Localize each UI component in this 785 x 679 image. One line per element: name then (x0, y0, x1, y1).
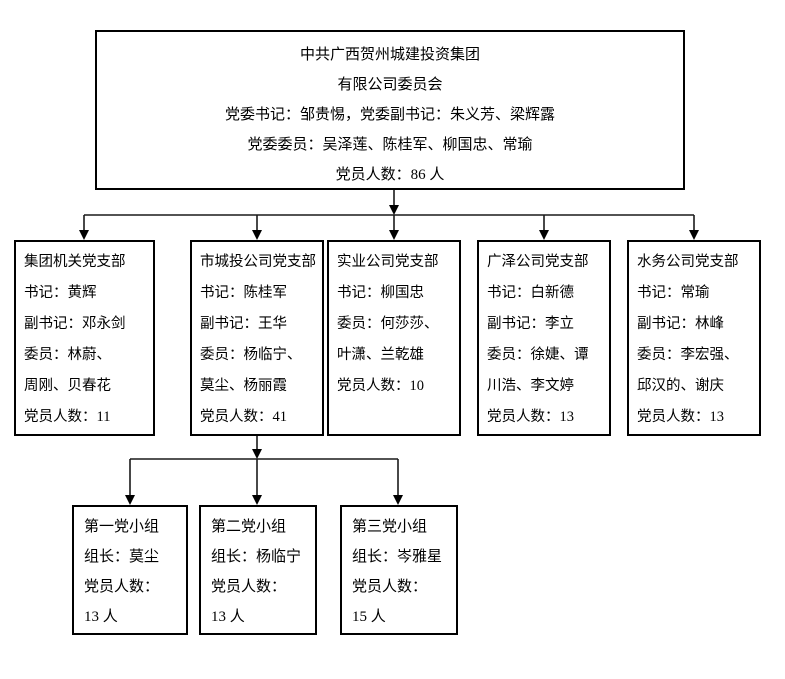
branch-deputy-secretary: 副书记：邓永剑 (24, 316, 126, 332)
level1-connectors (79, 190, 699, 240)
branch-secretary: 书记：白新德 (487, 285, 574, 301)
group-title: 第二党小组 (211, 519, 287, 535)
branch-members-line1: 委员：林蔚、 (24, 347, 111, 363)
root-org-name-line1: 中共广西贺州城建投资集团 (299, 47, 480, 63)
branch-members-line2: 周刚、贝春花 (24, 378, 111, 394)
branch-member-count: 党员人数：10 (337, 378, 424, 394)
branch-box-shiye: 实业公司党支部 书记：柳国忠 委员：何莎莎、 叶潇、兰乾雄 党员人数：10 (327, 240, 461, 436)
branch-box-group-hq: 集团机关党支部 书记：黄辉 副书记：邓永剑 委员：林蔚、 周刚、贝春花 党员人数… (14, 240, 155, 436)
branch-members-line1: 委员：杨临宁、 (200, 347, 302, 363)
group-title: 第一党小组 (84, 519, 160, 535)
branch-member-count: 党员人数：41 (200, 409, 287, 425)
branch-member-count: 党员人数：13 (637, 409, 724, 425)
group-member-count-value: 13 人 (211, 609, 245, 625)
group-box-first: 第一党小组 组长：莫尘 党员人数： 13 人 (72, 505, 188, 635)
group-member-count-value: 13 人 (84, 609, 118, 625)
branch-members-line2: 莫尘、杨丽霞 (200, 378, 287, 394)
branch-members-line1: 委员：李宏强、 (637, 347, 739, 363)
group-leader: 组长：莫尘 (84, 549, 160, 565)
root-committee-box: 中共广西贺州城建投资集团 有限公司委员会 党委书记：邹贵惕，党委副书记：朱义芳、… (95, 30, 685, 190)
group-box-third: 第三党小组 组长：岑雅星 党员人数： 15 人 (340, 505, 458, 635)
group-leader: 组长：岑雅星 (352, 549, 443, 565)
branch-member-count: 党员人数：13 (487, 409, 574, 425)
branch-box-chengtou: 市城投公司党支部 书记：陈桂军 副书记：王华 委员：杨临宁、 莫尘、杨丽霞 党员… (190, 240, 324, 436)
root-members-line: 党委委员：吴泽莲、陈桂军、柳国忠、常瑜 (247, 137, 533, 153)
root-member-count-line: 党员人数：86 人 (335, 167, 445, 183)
root-org-name-line2: 有限公司委员会 (337, 77, 443, 93)
branch-title: 市城投公司党支部 (200, 254, 316, 270)
group-title: 第三党小组 (352, 519, 428, 535)
branch-members-line2: 川浩、李文婷 (487, 378, 574, 394)
level2-connectors (125, 436, 403, 505)
branch-secretary: 书记：黄辉 (24, 285, 97, 301)
branch-title: 广泽公司党支部 (487, 254, 589, 270)
branch-box-guangze: 广泽公司党支部 书记：白新德 副书记：李立 委员：徐婕、谭 川浩、李文婷 党员人… (477, 240, 611, 436)
branch-title: 水务公司党支部 (637, 254, 739, 270)
branch-secretary: 书记：陈桂军 (200, 285, 287, 301)
branch-members-line2: 邱汉的、谢庆 (637, 378, 724, 394)
group-member-count-value: 15 人 (352, 609, 386, 625)
branch-deputy-secretary: 副书记：林峰 (637, 316, 724, 332)
branch-members-line2: 叶潇、兰乾雄 (337, 347, 424, 363)
branch-member-count: 党员人数：11 (24, 409, 111, 425)
branch-secretary: 书记：柳国忠 (337, 285, 424, 301)
branch-title: 实业公司党支部 (337, 254, 439, 270)
branch-deputy-secretary: 副书记：李立 (487, 316, 574, 332)
root-secretary-line: 党委书记：邹贵惕，党委副书记：朱义芳、梁辉露 (224, 107, 555, 123)
group-leader: 组长：杨临宁 (211, 549, 302, 565)
branch-members-line1: 委员：何莎莎、 (337, 316, 439, 332)
group-member-count-label: 党员人数： (84, 579, 160, 595)
branch-box-shuiwu: 水务公司党支部 书记：常瑜 副书记：林峰 委员：李宏强、 邱汉的、谢庆 党员人数… (627, 240, 761, 436)
branch-title: 集团机关党支部 (24, 254, 126, 270)
branch-deputy-secretary: 副书记：王华 (200, 316, 287, 332)
branch-secretary: 书记：常瑜 (637, 285, 710, 301)
group-member-count-label: 党员人数： (211, 579, 287, 595)
branch-members-line1: 委员：徐婕、谭 (487, 347, 589, 363)
group-box-second: 第二党小组 组长：杨临宁 党员人数： 13 人 (199, 505, 317, 635)
group-member-count-label: 党员人数： (352, 579, 428, 595)
